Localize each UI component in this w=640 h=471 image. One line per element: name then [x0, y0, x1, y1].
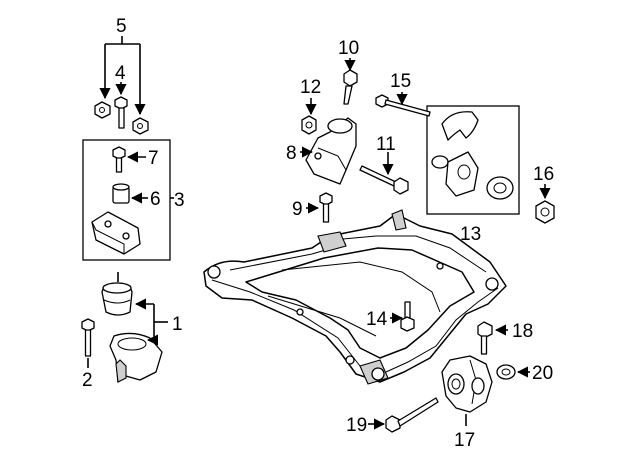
bolt-2[interactable]: [81, 318, 95, 357]
bolt-14[interactable]: [400, 301, 415, 332]
callout-2: 2: [82, 370, 93, 391]
callout-20: 20: [532, 363, 553, 384]
callout-6: 6: [150, 189, 161, 210]
callout-10: 10: [338, 38, 359, 59]
callout-15: 15: [390, 71, 411, 92]
bolt-7[interactable]: [112, 146, 126, 173]
spacer-6[interactable]: [112, 183, 130, 204]
callout-17: 17: [454, 430, 475, 451]
bolt-4[interactable]: [114, 96, 128, 129]
bolt-19[interactable]: [385, 397, 439, 433]
callout-5-leader: [99, 36, 146, 116]
callout-12: 12: [300, 77, 321, 98]
bracket-plate[interactable]: [91, 211, 141, 255]
nut-12[interactable]: [301, 115, 317, 135]
callout-7: 7: [148, 148, 159, 169]
cap-20[interactable]: [496, 364, 516, 380]
callout-3: 3: [174, 190, 185, 211]
bolt-18[interactable]: [477, 321, 493, 355]
mount-bracket-8[interactable]: [305, 117, 357, 185]
front-subframe[interactable]: [203, 209, 507, 385]
nut-16[interactable]: [535, 200, 555, 224]
callout-19: 19: [346, 415, 367, 436]
callout-9: 9: [292, 199, 303, 220]
callout-8: 8: [286, 143, 297, 164]
callout-11: 11: [376, 134, 396, 155]
callout-4: 4: [115, 63, 126, 84]
callout-13: 13: [460, 224, 481, 245]
bolt-11[interactable]: [359, 165, 409, 195]
mount-lower-1[interactable]: [109, 332, 163, 383]
bolt-15[interactable]: [375, 94, 431, 117]
bolt-10[interactable]: [343, 69, 358, 105]
engine-mount-1[interactable]: [101, 272, 133, 316]
rear-mount-17[interactable]: [441, 355, 493, 413]
bolt-9[interactable]: [319, 192, 333, 223]
callout-5: 5: [116, 16, 127, 37]
callout-1-leader: [134, 298, 168, 346]
nut-left[interactable]: [94, 101, 111, 119]
callout-16: 16: [533, 164, 554, 185]
nut-right[interactable]: [132, 117, 149, 135]
callout-1: 1: [172, 314, 183, 335]
callout-18: 18: [512, 321, 533, 342]
bushing-kit-13[interactable]: [431, 111, 514, 200]
callout-14: 14: [366, 309, 388, 330]
